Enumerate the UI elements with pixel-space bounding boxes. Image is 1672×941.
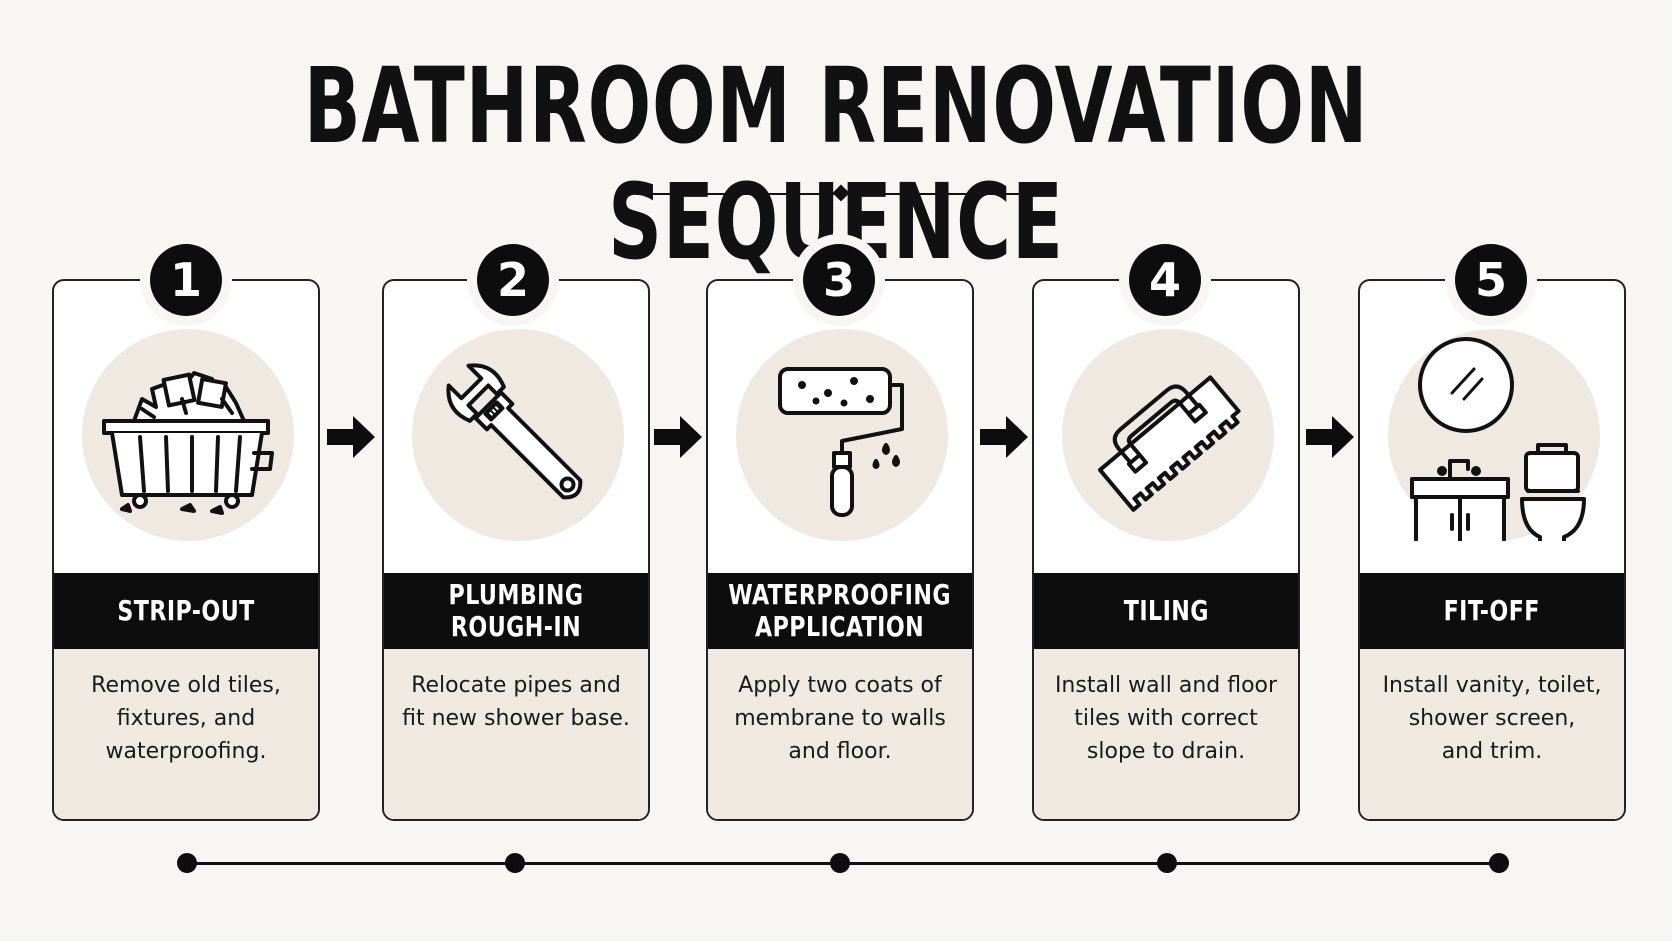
step-title-band: STRIP-OUT	[54, 573, 318, 649]
step-description: Apply two coats of membrane to walls and…	[708, 649, 972, 819]
step-number-badge: 2	[477, 244, 549, 316]
step-description: Remove old tiles, fixtures, and waterpro…	[54, 649, 318, 819]
step-card-1: STRIP-OUT Remove old tiles, fixtures, an…	[52, 279, 320, 821]
step-title-band: FIT-OFF	[1360, 573, 1624, 649]
step-card-5: FIT-OFF Install vanity, toilet, shower s…	[1358, 279, 1626, 821]
paint-roller-icon	[736, 329, 948, 541]
step-number-badge: 5	[1455, 244, 1527, 316]
arrow-right-icon	[1306, 416, 1354, 458]
bathroom-fixtures-icon	[1388, 329, 1600, 541]
step-card-3: WATERPROOFING APPLICATION Apply two coat…	[706, 279, 974, 821]
page-title: BATHROOM RENOVATION SEQUENCE	[303, 45, 1369, 283]
arrow-right-icon	[327, 416, 375, 458]
timeline-dot	[505, 853, 525, 873]
timeline-dot	[177, 853, 197, 873]
timeline-dot	[1489, 853, 1509, 873]
step-description: Relocate pipes and fit new shower base.	[384, 649, 648, 819]
step-title-band: PLUMBING ROUGH-IN	[384, 573, 648, 649]
step-title: WATERPROOFING APPLICATION	[728, 578, 952, 643]
step-title: TILING	[1123, 594, 1209, 627]
notched-trowel-icon	[1062, 329, 1274, 541]
arrow-right-icon	[980, 416, 1028, 458]
step-title: FIT-OFF	[1443, 594, 1541, 627]
step-card-2: PLUMBING ROUGH-IN Relocate pipes and fit…	[382, 279, 650, 821]
step-title: PLUMBING ROUGH-IN	[448, 578, 584, 643]
step-title-band: TILING	[1034, 573, 1298, 649]
arrow-right-icon	[654, 416, 702, 458]
timeline-dot	[1157, 853, 1177, 873]
step-number-badge: 3	[803, 244, 875, 316]
step-description: Install vanity, toilet, shower screen, a…	[1360, 649, 1624, 819]
step-title: STRIP-OUT	[117, 594, 255, 627]
step-number-badge: 1	[150, 244, 222, 316]
timeline-dot	[830, 853, 850, 873]
wrench-icon	[412, 329, 624, 541]
step-number-badge: 4	[1129, 244, 1201, 316]
step-description: Install wall and floor tiles with correc…	[1034, 649, 1298, 819]
step-title-band: WATERPROOFING APPLICATION	[708, 573, 972, 649]
skip-bin-icon	[82, 329, 294, 541]
step-card-4: TILING Install wall and floor tiles with…	[1032, 279, 1300, 821]
